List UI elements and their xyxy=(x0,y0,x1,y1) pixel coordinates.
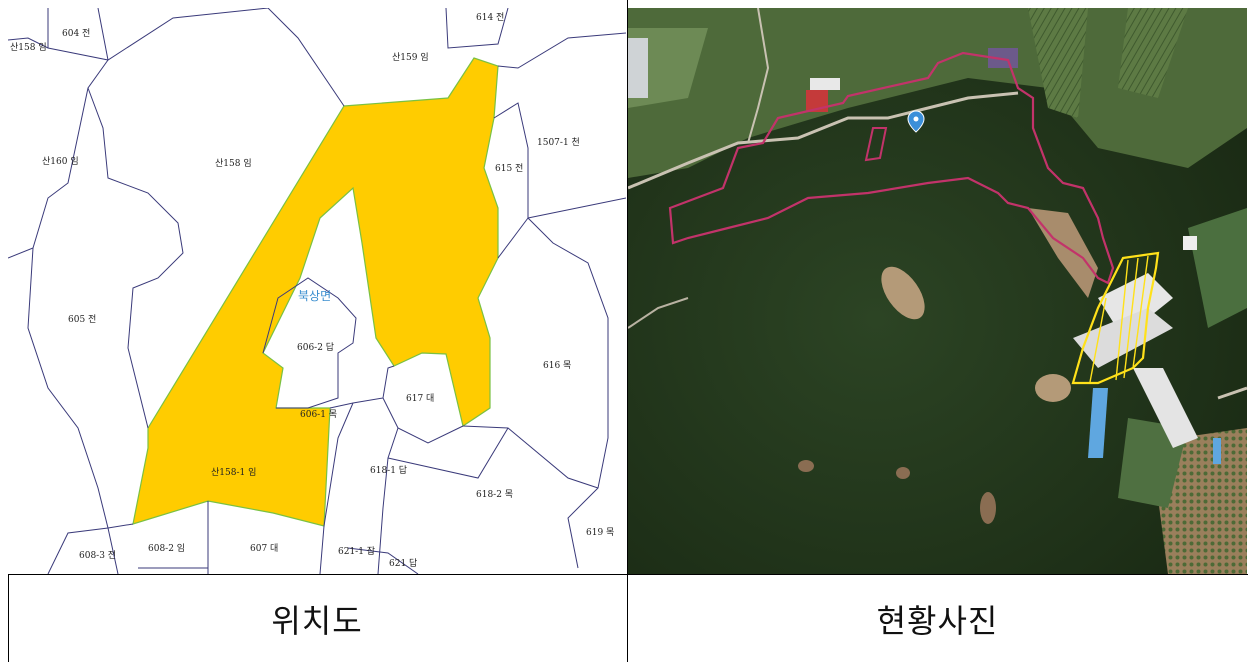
building-roof xyxy=(806,90,828,112)
target-parcel-highlight xyxy=(132,57,499,527)
bare-soil xyxy=(1035,374,1071,402)
parcel-label: 606-1 목 xyxy=(300,409,337,420)
greenhouse xyxy=(628,38,648,98)
yellow-hatch xyxy=(1089,255,1149,383)
road xyxy=(628,91,1019,190)
project-boundary-pink-inner xyxy=(864,127,888,162)
parcel-boundaries xyxy=(8,8,626,574)
parcel-label: 615 전 xyxy=(495,163,523,174)
parcel-label: 608-2 임 xyxy=(148,542,185,554)
road xyxy=(1217,386,1247,400)
field xyxy=(1188,208,1247,328)
bare-soil xyxy=(798,460,814,472)
factory-roof xyxy=(1073,308,1173,368)
project-boundary-pink xyxy=(668,51,1115,285)
aerial-photo xyxy=(628,8,1247,574)
crop-rows xyxy=(1028,8,1088,118)
table-divider-vertical xyxy=(627,0,628,662)
table-divider-horizontal xyxy=(8,574,1248,575)
parcel-label: 621-1 잡 xyxy=(338,545,375,557)
location-map: 산158 임 604 전 614 전 산159 임 산160 임 산158 임 … xyxy=(8,8,626,574)
factory-roof xyxy=(1133,368,1198,448)
cadastral-map-svg: 산158 임 604 전 614 전 산159 임 산160 임 산158 임 … xyxy=(8,8,626,574)
parcel-label: 산158-1 임 xyxy=(211,466,256,478)
parcel-label: 산160 임 xyxy=(42,155,79,167)
parcel-label: 산158 임 xyxy=(10,41,47,53)
table-border-left xyxy=(8,574,9,662)
parcel-label: 산159 임 xyxy=(392,51,429,63)
parcel-label: 606-2 답 xyxy=(297,341,334,353)
parcel-label: 604 전 xyxy=(62,28,90,39)
crop-rows xyxy=(1118,8,1188,98)
parcel-label: 607 대 xyxy=(250,543,278,554)
bare-soil xyxy=(881,266,925,320)
farmland-top xyxy=(628,8,1247,178)
building-roof xyxy=(810,78,840,90)
blue-roof xyxy=(1088,388,1108,458)
bare-soil xyxy=(980,492,996,524)
solar-panel xyxy=(988,48,1018,68)
parcel-label: 618-1 답 xyxy=(370,464,407,476)
parcel-label: 618-2 목 xyxy=(476,489,513,500)
road xyxy=(628,297,689,329)
parcel-label: 605 전 xyxy=(68,314,96,325)
blue-roof xyxy=(1213,438,1221,464)
building-roof xyxy=(1183,236,1197,250)
parcel-label: 617 대 xyxy=(406,393,434,404)
aerial-photo-svg xyxy=(628,8,1247,574)
location-marker-icon xyxy=(907,110,925,133)
caption-location-map: 위치도 xyxy=(271,602,363,640)
orchard xyxy=(1158,428,1247,574)
parcel-labels: 산158 임 604 전 614 전 산159 임 산160 임 산158 임 … xyxy=(10,12,614,569)
road xyxy=(747,8,770,144)
parcel-label: 608-3 전 xyxy=(79,550,116,561)
caption-status-photo: 현황사진 xyxy=(876,602,999,640)
parcel-label: 산158 임 xyxy=(215,157,252,169)
district-label: 북상면 xyxy=(298,289,331,303)
parcel-label: 619 목 xyxy=(586,527,614,538)
parcel-label: 614 전 xyxy=(476,12,504,23)
parcel-label: 1507-1 천 xyxy=(537,137,580,148)
bare-soil xyxy=(896,467,910,479)
parcel-label: 621 답 xyxy=(389,557,417,569)
parcel-label: 616 목 xyxy=(543,360,571,371)
